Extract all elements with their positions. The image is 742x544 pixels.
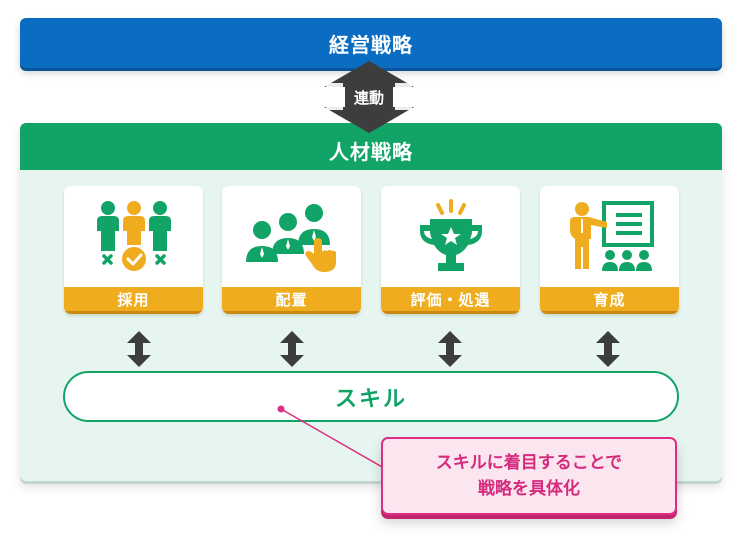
card-label-training: 育成 (540, 287, 679, 314)
double-arrow-icon (127, 331, 151, 367)
card-label-placement: 配置 (222, 287, 361, 314)
double-arrow-icon (596, 331, 620, 367)
card-training: 育成 (540, 186, 679, 314)
callout-line-2: 戦略を具体化 (478, 479, 580, 499)
callout-box: スキルに着目することで 戦略を具体化 (381, 437, 677, 515)
training-presentation-icon (569, 200, 654, 271)
link-double-arrow-icon (324, 61, 414, 133)
skill-pill: スキル (63, 371, 679, 422)
management-strategy-bar: 経営戦略 (20, 18, 722, 68)
card-evaluation: 評価・処遇 (381, 186, 520, 314)
double-arrow-icon (280, 331, 304, 367)
hr-strategy-title: 人材戦略 (329, 140, 413, 164)
skill-label: スキル (334, 386, 407, 412)
card-placement: 配置 (222, 186, 361, 314)
card-label-evaluation: 評価・処遇 (381, 287, 520, 314)
double-arrow-icon (438, 331, 462, 367)
card-recruitment: 採用 (64, 186, 203, 314)
management-strategy-title: 経営戦略 (329, 32, 413, 57)
placement-people-pointer-icon (245, 203, 336, 272)
recruitment-people-check-icon (96, 200, 171, 271)
trophy-star-icon (419, 198, 482, 271)
callout-line-1: スキルに着目することで (435, 453, 623, 473)
link-label: 連動 (353, 88, 384, 107)
card-label-recruitment: 採用 (64, 287, 203, 314)
